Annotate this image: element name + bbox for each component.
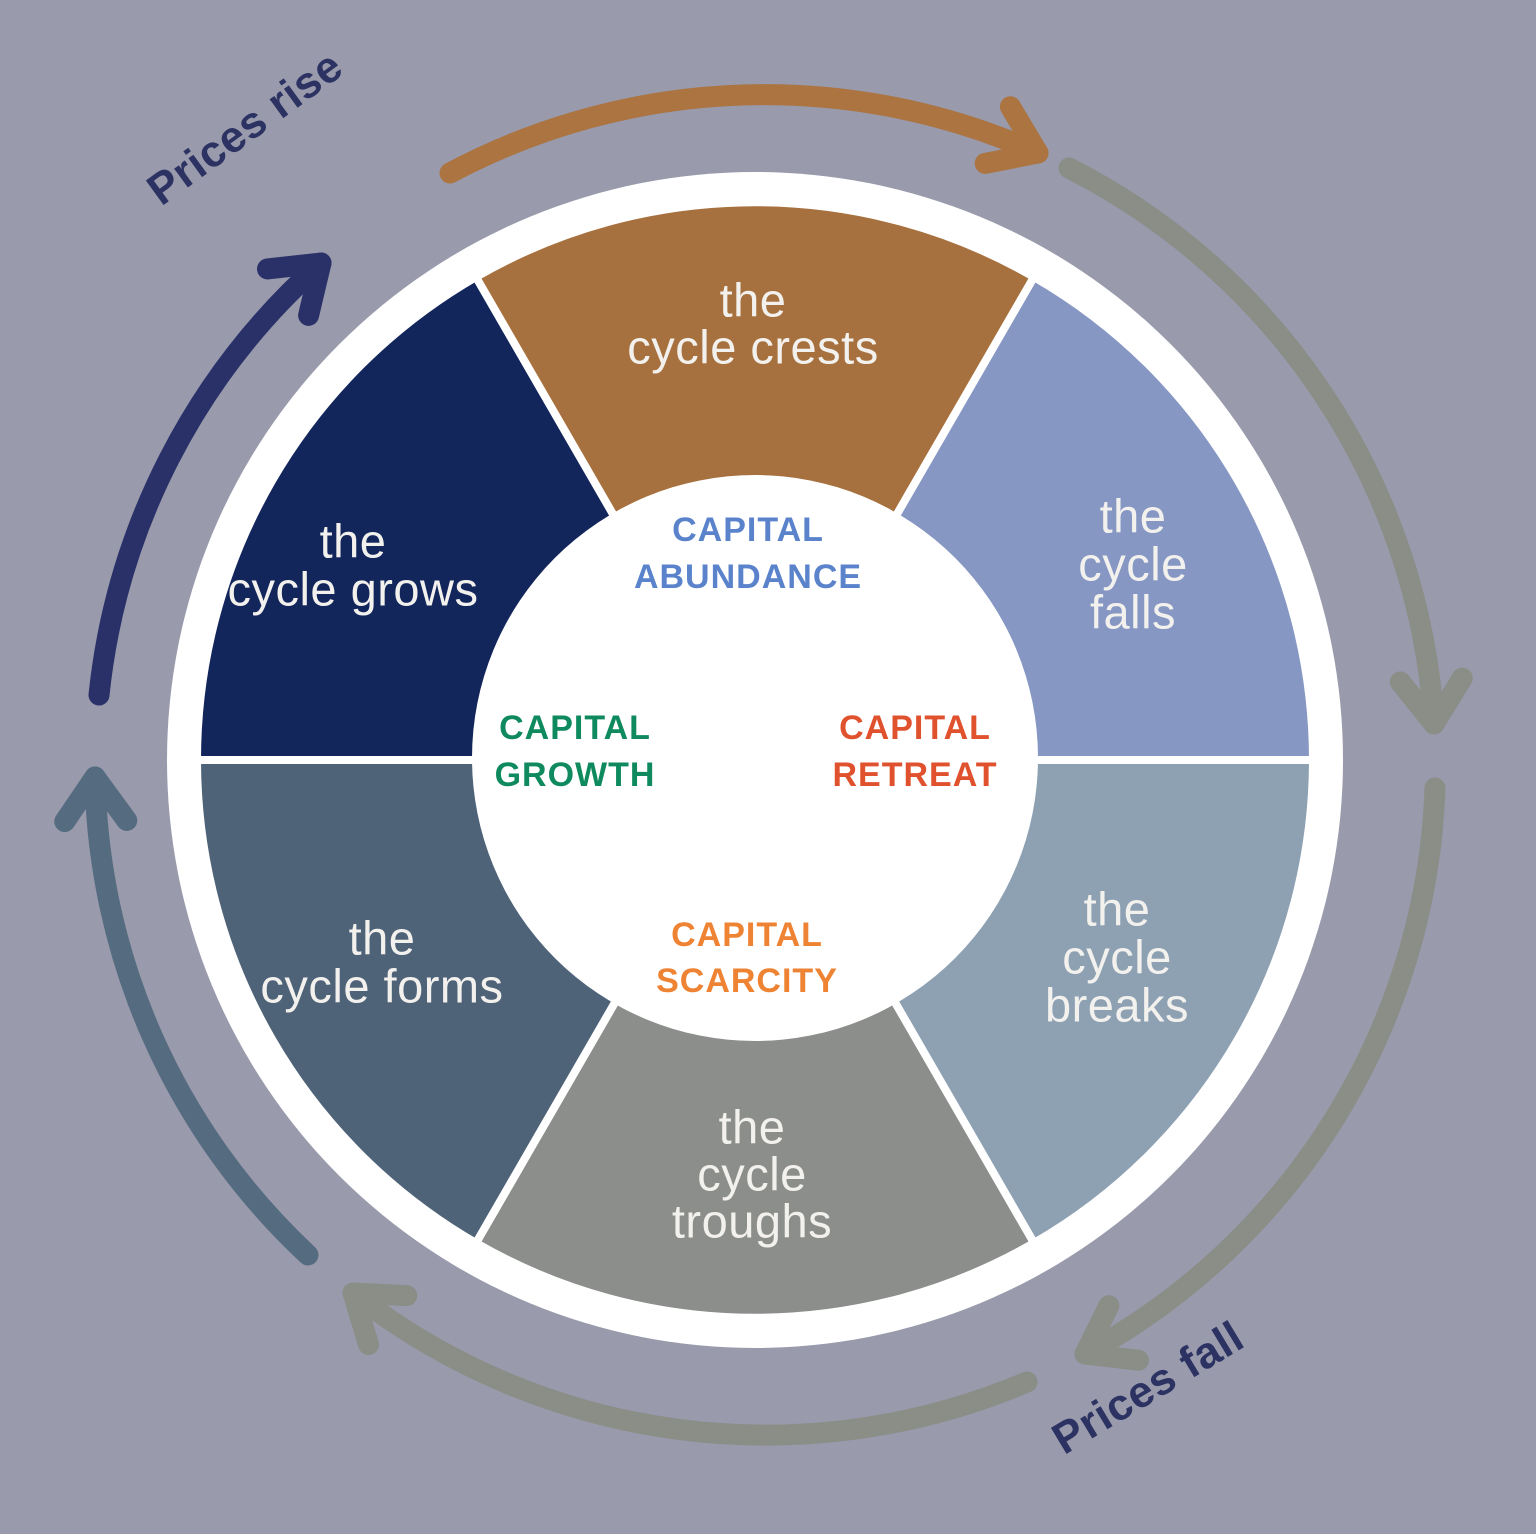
arrowhead-navy-icon [257,252,332,326]
wedge-label-grows-line2: cycle grows [227,563,478,616]
clockwise-arrow-navy [88,252,332,706]
arrowhead-gray-bottom-left-icon [342,1282,418,1356]
cycle-arrows [54,84,1473,1446]
center-label-growth-line2: GROWTH [495,756,656,794]
clockwise-arrow-gray-lower-right [1074,777,1446,1365]
wedge-label-falls-line3: falls [1090,586,1176,639]
wedge-label-falls-line1: the [1100,490,1167,543]
arrowhead-brown-icon [974,96,1049,174]
clockwise-arrow-gray-bottom [342,1282,1038,1446]
center-label-scarcity-line2: SCARCITY [656,962,838,1000]
center-label-scarcity-line1: CAPITAL [671,916,823,954]
clockwise-arrow-gray-upper-right [1058,157,1445,735]
center-label-abundance-line1: CAPITAL [672,511,824,549]
clockwise-arrow-slate [84,766,319,1266]
wedge-label-forms-line1: the [349,912,416,965]
wedge-label-falls-line2: cycle [1078,538,1188,591]
center-label-abundance-line2: ABUNDANCE [634,558,862,596]
center-label-retreat-line1: CAPITAL [839,709,991,747]
center-label-retreat-line2: RETREAT [832,756,997,794]
wedge-label-troughs-line2: cycle [697,1148,807,1201]
wedge-label-breaks-line2: cycle [1062,931,1172,984]
wedge-label-grows-line1: the [320,515,387,568]
center-label-growth-line1: CAPITAL [499,709,651,747]
wedge-label-breaks-line1: the [1084,883,1151,936]
wedge-label-forms-line2: cycle forms [260,960,503,1013]
wedge-label-troughs-line3: troughs [672,1195,832,1248]
clockwise-arrow-brown [439,84,1049,184]
center-circle [472,475,1038,1041]
arrowhead-slate-icon [54,766,138,833]
arrowhead-gray-right-icon [1389,667,1473,735]
wedge-label-troughs-line1: the [719,1101,786,1154]
wedge-label-crests-line1: the [720,274,787,327]
wedge-label-crests-line2: cycle crests [627,321,879,374]
arrowhead-gray-bottom-right-icon [1074,1295,1149,1371]
wedge-label-breaks-line3: breaks [1045,979,1189,1032]
